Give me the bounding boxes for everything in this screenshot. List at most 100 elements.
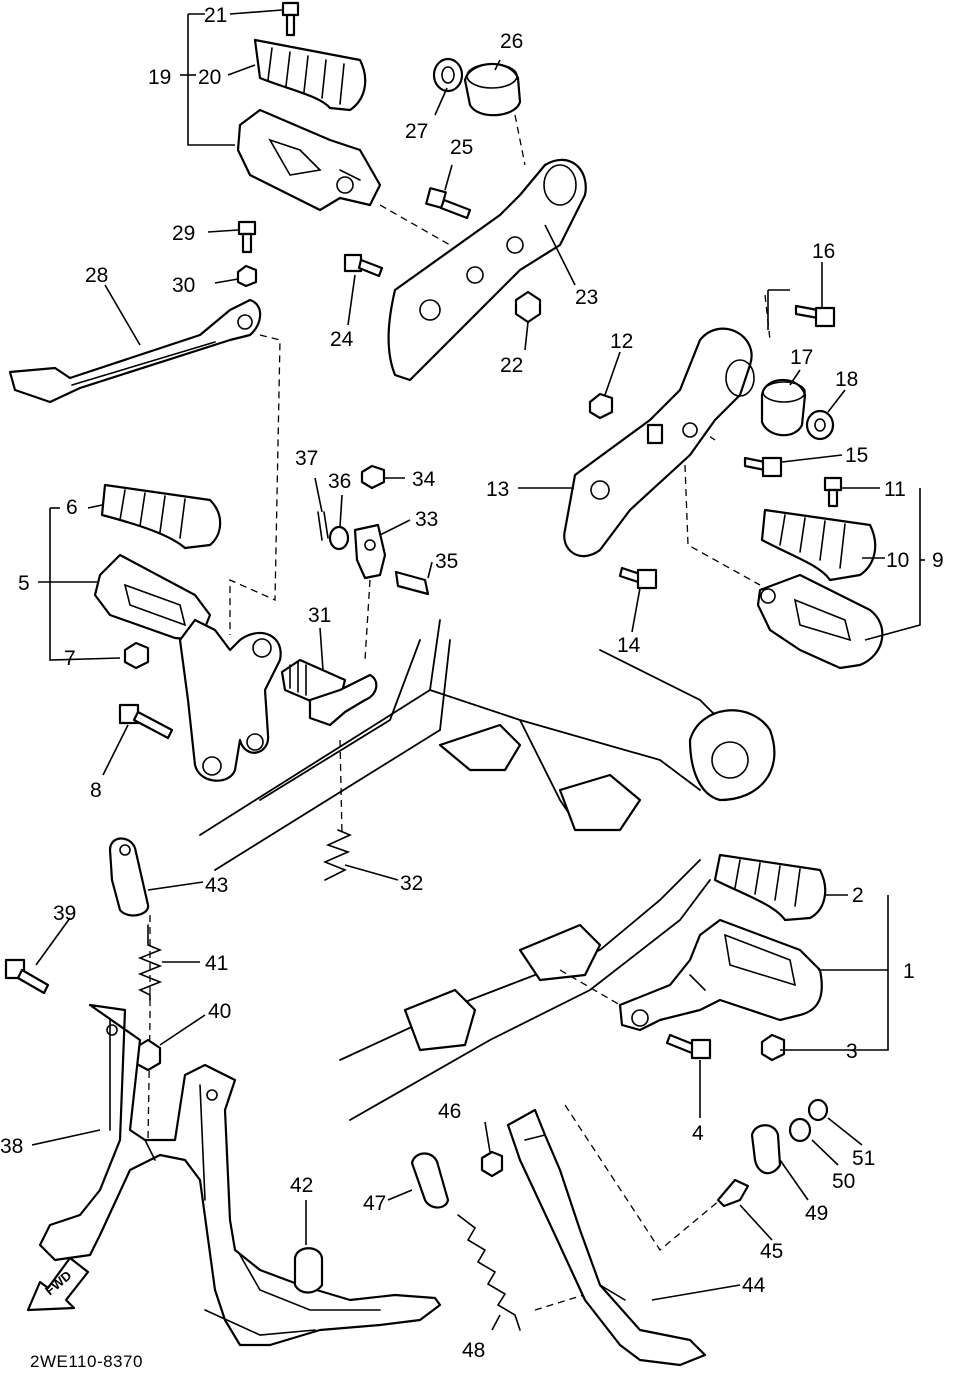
callout-3: 3 [846,1040,858,1063]
lever-33 [353,523,387,580]
callout-4: 4 [692,1122,704,1145]
callout-34: 34 [412,468,436,491]
plate-47 [410,1152,450,1209]
stopper-42 [293,1247,324,1294]
callout-12: 12 [610,330,633,353]
footrest-bracket-23 [387,158,587,382]
bolt-14 [618,566,658,590]
footrest-arm-left [178,618,282,782]
footrest-9 [756,573,884,670]
bolt-11 [823,476,843,508]
callout-48: 48 [462,1339,485,1362]
bolt-16 [794,304,836,328]
callout-36: 36 [328,470,351,493]
callout-32: 32 [400,872,423,895]
callout-24: 24 [330,328,354,351]
ring-18 [805,409,835,441]
bolt-25 [425,187,472,220]
callout-7: 7 [64,647,76,670]
callout-20: 20 [198,66,221,89]
nut-12 [588,392,614,420]
callout-42: 42 [290,1174,313,1197]
washer-51 [807,1098,829,1122]
callout-27: 27 [405,120,428,143]
callout-21: 21 [204,4,227,27]
callout-33: 33 [415,508,438,531]
callout-1: 1 [903,960,915,983]
callout-5: 5 [18,572,30,595]
callout-28: 28 [85,264,108,287]
bolt-29 [237,220,257,254]
callout-labels: 1 2 3 4 5 6 7 8 9 10 11 12 13 14 15 16 1… [0,4,944,1362]
nut-46 [480,1150,504,1178]
callout-39: 39 [53,902,76,925]
callout-6: 6 [66,496,78,519]
spring-48 [457,1214,521,1331]
collar-26 [463,62,522,117]
callout-8: 8 [90,779,102,802]
callout-25: 25 [450,136,473,159]
shift-pedal-28 [8,298,262,404]
callout-17: 17 [790,346,813,369]
main-stand-38 [38,1003,442,1347]
frame-structure [199,619,776,1121]
callout-41: 41 [205,952,228,975]
pin-37 [317,511,329,541]
washer-30 [236,264,258,288]
nut-34 [360,464,386,490]
callout-11: 11 [884,478,906,501]
washer-50 [788,1117,812,1143]
bolt-24 [343,253,384,278]
callout-29: 29 [172,222,195,245]
leader-lines [31,9,925,1331]
footrest-bracket-1 [618,918,823,1032]
footrest-bracket-13 [563,327,755,558]
callout-13: 13 [486,478,509,501]
callout-23: 23 [575,286,598,309]
callout-10: 10 [886,549,909,572]
collar-17 [760,379,807,437]
bolt-4 [665,1033,712,1060]
callout-38: 38 [0,1135,23,1158]
bolt-35 [394,570,430,596]
bolt-39 [4,958,50,995]
callout-2: 2 [852,884,864,907]
callout-44: 44 [742,1274,766,1297]
callout-43: 43 [205,874,228,897]
callout-15: 15 [845,444,868,467]
callout-51: 51 [852,1147,875,1170]
callout-35: 35 [435,550,458,573]
callout-22: 22 [500,354,523,377]
callout-18: 18 [835,368,858,391]
footrest-rubber-10 [760,508,877,582]
callout-19: 19 [148,66,171,89]
callout-50: 50 [832,1170,855,1193]
spring-41 [137,924,163,1001]
footrest-rubber-2 [713,853,827,922]
nut-7 [123,641,150,670]
callout-16: 16 [812,240,835,263]
footrest-rubber-20 [253,38,367,112]
footrest-19 [236,108,382,212]
nut-3 [760,1033,786,1062]
bolt-8 [118,703,174,740]
callout-31: 31 [308,604,331,627]
footrest-rubber-6 [100,483,222,550]
spring-32 [322,829,353,881]
bolt-15 [743,456,783,478]
callout-30: 30 [172,274,195,297]
callout-26: 26 [500,30,523,53]
plate-43 [108,837,150,917]
fwd-arrow-icon [26,1256,90,1312]
bolt-21 [281,1,300,37]
callout-46: 46 [438,1100,461,1123]
side-stand-44 [506,1108,707,1367]
callout-47: 47 [363,1192,386,1215]
plate-49 [750,1124,782,1175]
callout-45: 45 [760,1240,783,1263]
callout-14: 14 [617,634,641,657]
shaft-31 [280,658,378,727]
ring-27 [432,57,464,93]
nut-22 [514,290,542,324]
